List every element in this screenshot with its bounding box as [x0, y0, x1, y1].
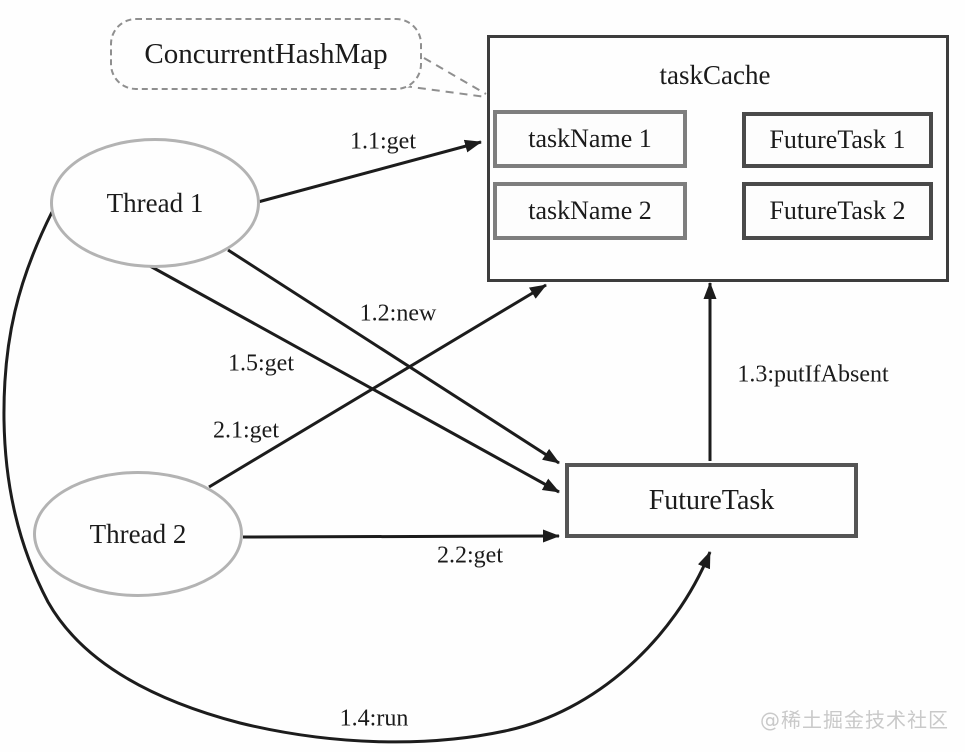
arrow-1-4-run — [2, 211, 712, 744]
arrow-1-1-get — [257, 139, 482, 204]
edge-label-2-2-get: 2.2:get — [437, 542, 503, 569]
taskname-2-box: taskName 2 — [493, 182, 687, 240]
arrow-2-2-get — [242, 529, 560, 543]
futuretask-label: FutureTask — [648, 484, 775, 516]
arrow-1-2-new — [227, 248, 560, 465]
futuretask-2-box: FutureTask 2 — [742, 182, 933, 240]
arrow-1-5-get — [149, 264, 560, 494]
edge-label-1-2-new: 1.2:new — [359, 300, 437, 327]
watermark: @稀土掘金技术社区 — [760, 708, 949, 732]
thread-2-node: Thread 2 — [33, 471, 243, 597]
edge-label-1-1-get: 1.1:get — [350, 128, 416, 155]
edge-label-1-4-run: 1.4:run — [339, 705, 409, 732]
arrow-2-1-get — [208, 283, 547, 489]
thread-1-label: Thread 1 — [106, 187, 204, 218]
callout-tail — [423, 57, 487, 95]
taskname-2-label: taskName 2 — [528, 196, 652, 225]
taskname-1-box: taskName 1 — [493, 110, 687, 168]
edge-label-1-5-get: 1.5:get — [228, 350, 294, 377]
edge-label-2-1-get: 2.1:get — [213, 417, 279, 444]
thread-2-label: Thread 2 — [89, 518, 187, 549]
futuretask-1-label: FutureTask 1 — [769, 125, 906, 154]
concurrenthashmap-callout: ConcurrentHashMap — [110, 18, 422, 90]
thread-1-node: Thread 1 — [50, 138, 260, 268]
taskname-1-label: taskName 1 — [528, 124, 652, 153]
futuretask-2-label: FutureTask 2 — [769, 196, 906, 225]
futuretask-box: FutureTask — [565, 463, 858, 538]
callout-label: ConcurrentHashMap — [144, 37, 388, 70]
edge-label-1-3-putifabsent: 1.3:putIfAbsent — [737, 361, 889, 388]
taskcache-title: taskCache — [659, 59, 771, 90]
futuretask-1-box: FutureTask 1 — [742, 112, 933, 168]
